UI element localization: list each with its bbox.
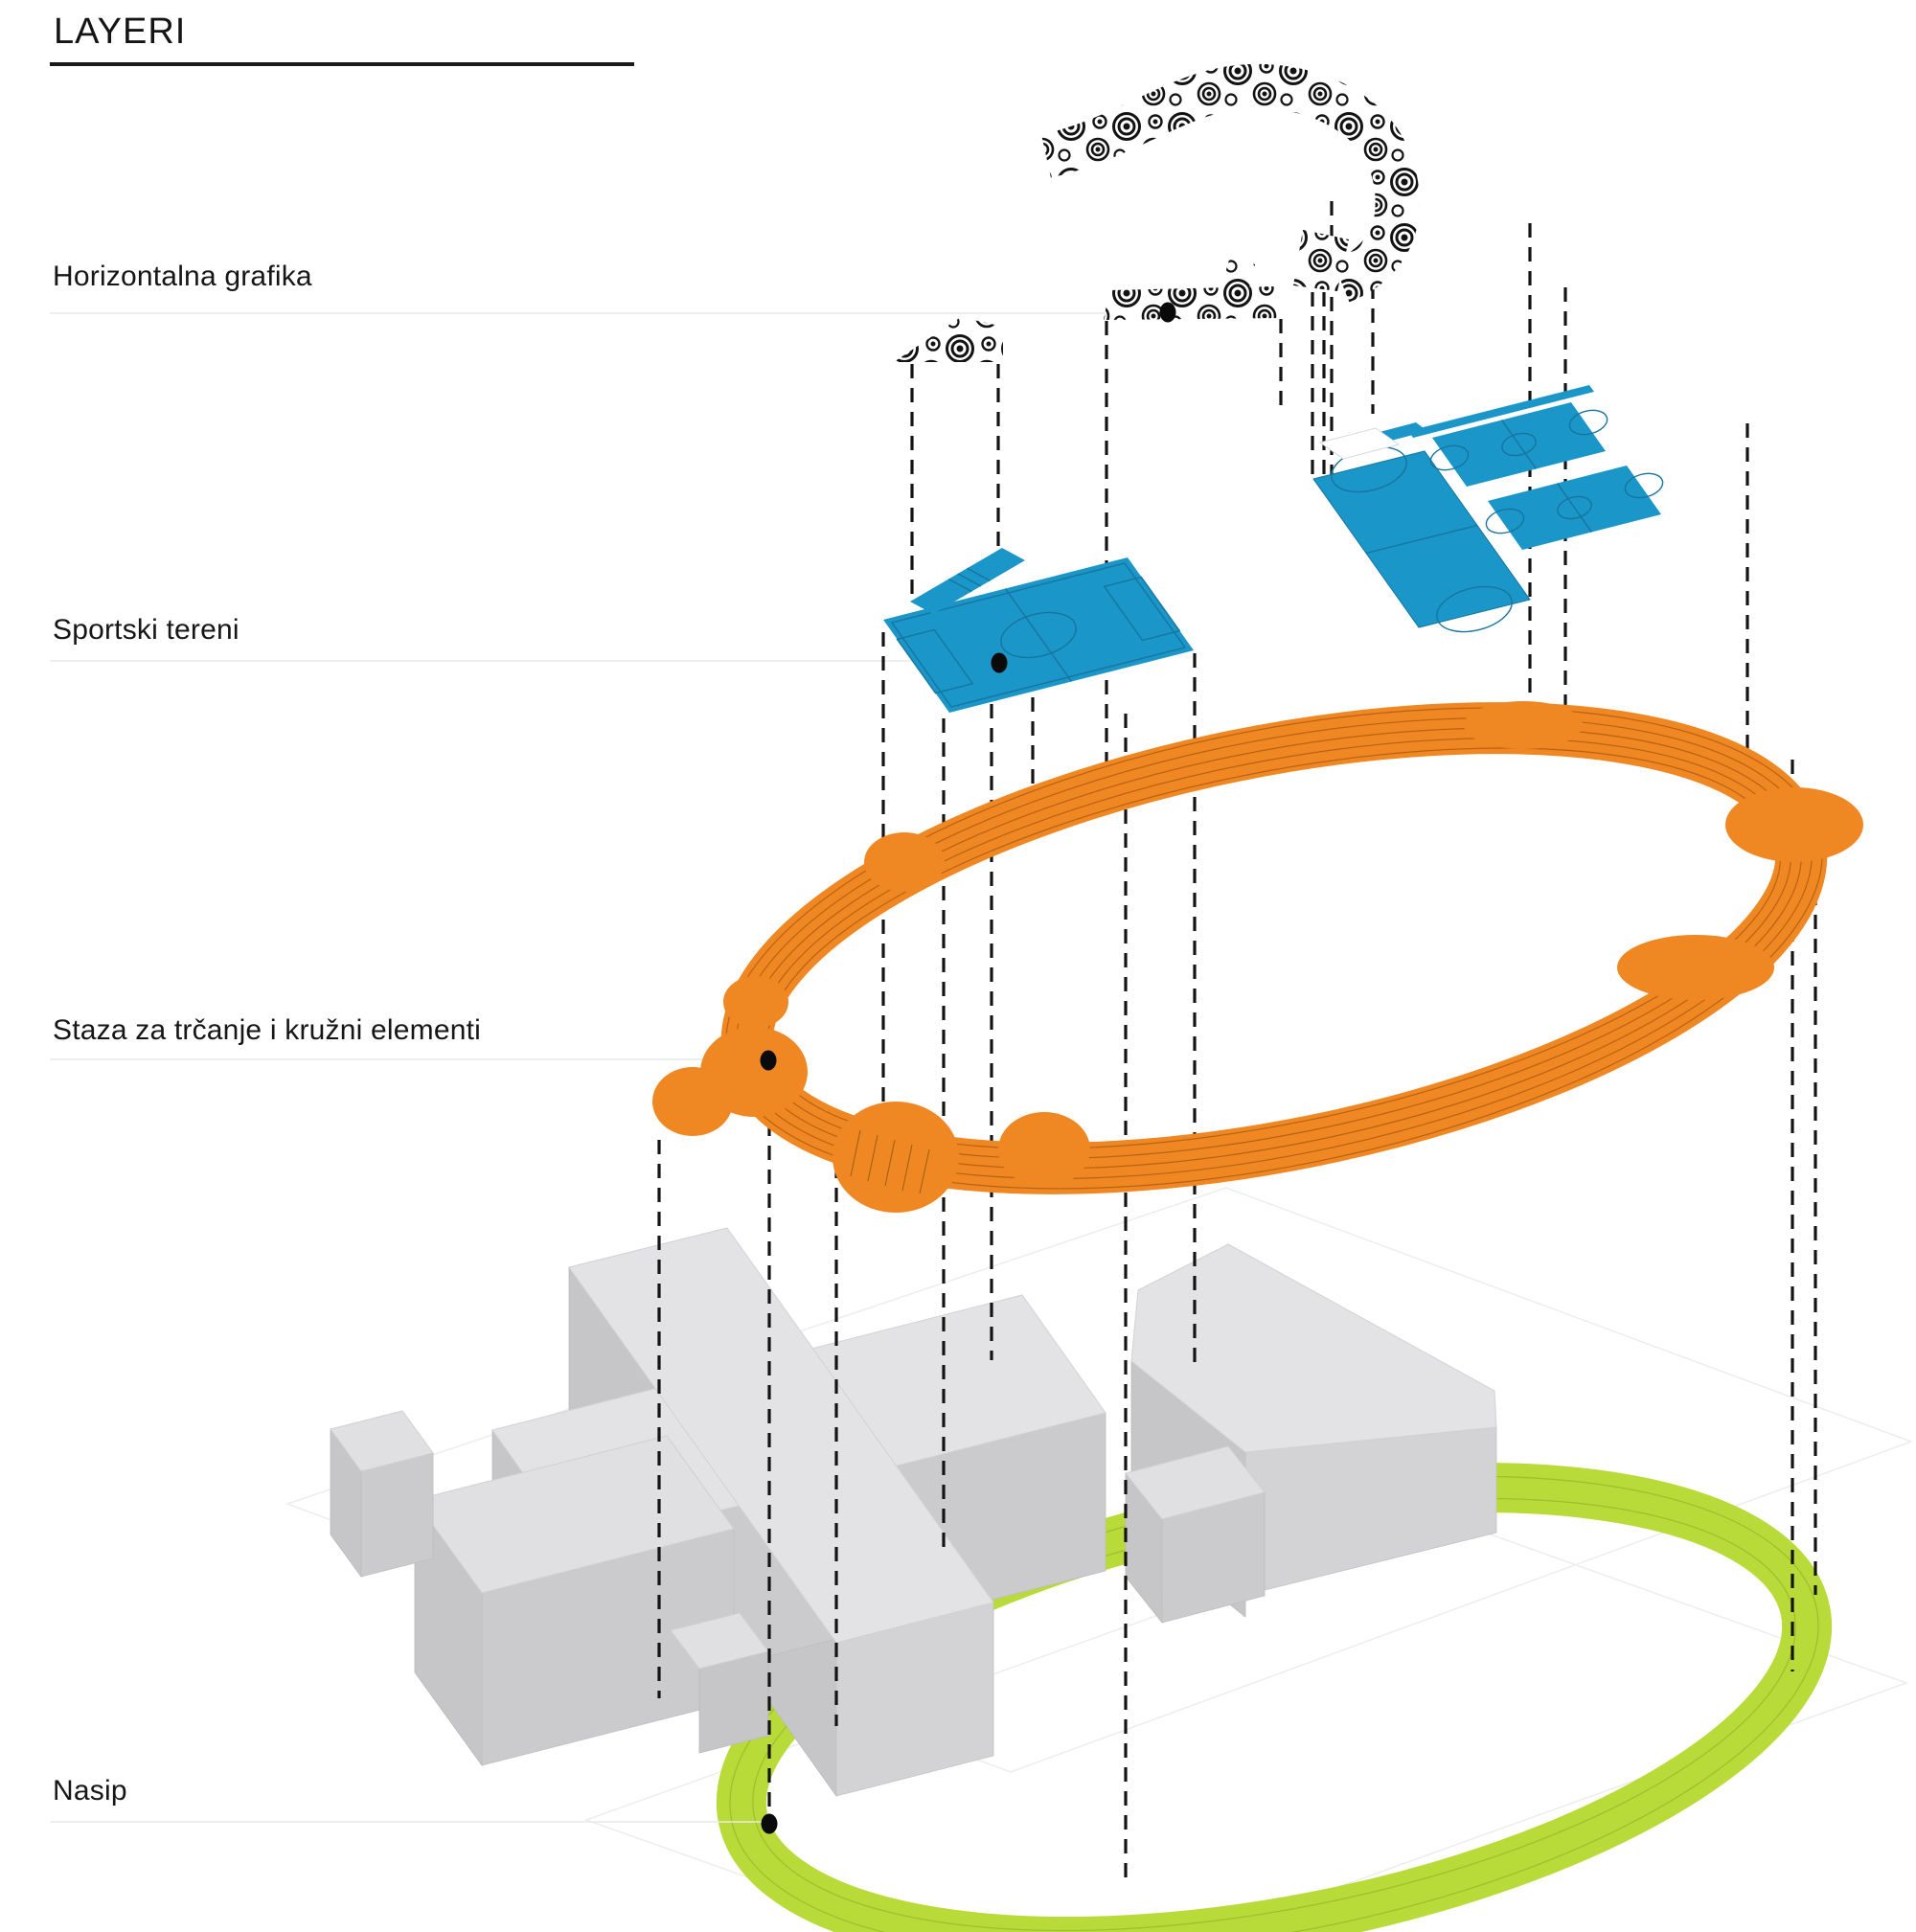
building1-small-block-roof (330, 1410, 434, 1472)
leader-dot (991, 652, 1008, 673)
track-steps-hatch (850, 1129, 930, 1194)
track-circle-element (1464, 701, 1583, 749)
building2-roof (1130, 1243, 1497, 1453)
pattern-fragment (1293, 230, 1349, 291)
pattern-fragment (894, 317, 1003, 362)
buildings-layer (330, 1227, 1497, 1798)
layer-label-horizontalna-grafika: Horizontalna grafika (53, 261, 312, 292)
sports-courts-layer (883, 385, 1664, 713)
leader-dot (1159, 302, 1176, 323)
layer-label-sportski-tereni: Sportski tereni (53, 614, 240, 646)
court-white-pad (1318, 427, 1401, 460)
layer-label-nasip: Nasip (53, 1775, 127, 1807)
building2-front-block-roof (1125, 1445, 1266, 1520)
track-circle-element (723, 976, 788, 1028)
building1-roof-bar2 (568, 1227, 994, 1644)
leader-dots-layer (760, 302, 1176, 1834)
court-lane-strip (910, 548, 1025, 614)
pattern-band (1040, 63, 1420, 303)
leader-dot (760, 1050, 777, 1071)
leader-dot (761, 1813, 778, 1834)
page-title: LAYERI (50, 8, 634, 66)
building1-annex-roof (414, 1435, 735, 1594)
track-circle-element (864, 832, 945, 892)
track-layer (652, 701, 1863, 1213)
track-circle-element (652, 1067, 733, 1136)
pattern-layer (894, 63, 1420, 362)
building2-wall-right (1244, 1426, 1497, 1596)
pattern-fragment (1104, 286, 1282, 320)
leader-lines-layer (50, 312, 1168, 1823)
track-circle-element (833, 1102, 959, 1213)
track-circle-element (1725, 787, 1863, 862)
track-circle-element (998, 1112, 1090, 1187)
layer-label-staza-za-trcanje: Staza za trčanje i kružni elementi (53, 1014, 482, 1046)
court-edge-strip (1408, 385, 1594, 438)
pattern-fragment (1215, 257, 1255, 312)
track-circle-element (1617, 935, 1774, 1000)
